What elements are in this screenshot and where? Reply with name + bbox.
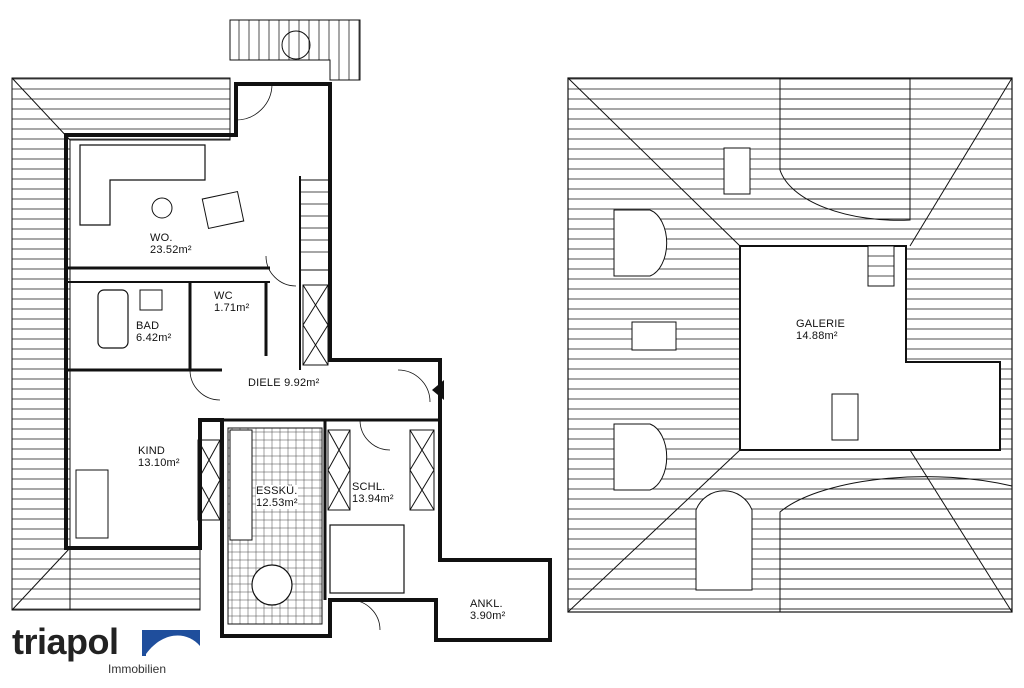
exterior-walls	[64, 82, 552, 642]
room-area: 14.88m²	[796, 330, 838, 342]
room-name: DIELE	[248, 377, 281, 389]
ground-floor-plan	[11, 19, 552, 642]
bed	[329, 524, 405, 594]
room-label-schlafzimmer: SCHL. 13.94m²	[352, 481, 394, 505]
room-name: KIND	[138, 445, 166, 457]
room-area: 13.10m²	[138, 457, 180, 469]
child-bed	[75, 469, 109, 539]
room-label-esskueche: ESSKÜ. 12.53m²	[256, 485, 298, 509]
room-label-diele: DIELE 9.92m²	[248, 377, 320, 389]
room-area: 6.42m²	[136, 332, 172, 344]
upper-floor-plan	[567, 77, 1013, 613]
room-name: WC	[214, 290, 233, 302]
room-name: GALERIE	[796, 318, 846, 330]
room-area: 12.53m²	[256, 497, 298, 509]
room-name: ESSKÜ.	[256, 485, 298, 497]
room-label-galerie: GALERIE 14.88m²	[796, 318, 845, 342]
room-label-bad: BAD 6.42m²	[136, 320, 171, 344]
room-area: 1.71m²	[214, 302, 250, 314]
entrance-arrow	[432, 380, 444, 400]
room-label-wc: WC 1.71m²	[214, 290, 249, 314]
galerie-floor	[739, 245, 1001, 451]
room-label-kind: KIND 13.10m²	[138, 445, 180, 469]
room-label-wohnzimmer: WO. 23.52m²	[150, 232, 192, 256]
stairs	[299, 179, 331, 271]
room-name: SCHL.	[352, 481, 386, 493]
roof-hatch-top	[229, 19, 361, 81]
sofa	[79, 144, 206, 226]
kitchen-counter	[229, 429, 253, 541]
armchair	[201, 190, 245, 230]
brand-name: triapol	[12, 621, 119, 662]
roof-hatch-bottom	[69, 547, 201, 611]
dormer-windows	[613, 147, 859, 591]
room-name: BAD	[136, 320, 160, 332]
room-name: ANKL.	[470, 598, 503, 610]
brand-subtitle: Immobilien	[108, 662, 167, 676]
balcony-table	[281, 30, 311, 60]
room-area: 3.90m²	[470, 610, 506, 622]
room-area: 13.94m²	[352, 493, 394, 505]
brand-swoosh-icon	[142, 630, 200, 656]
plant	[151, 197, 173, 219]
door-swings	[189, 83, 431, 631]
room-area: 9.92m²	[284, 377, 320, 389]
upper-right-roof	[779, 77, 911, 221]
dining-table	[251, 564, 293, 606]
wardrobes	[197, 284, 435, 521]
room-name: WO.	[150, 232, 173, 244]
washbasin	[139, 289, 163, 311]
room-area: 23.52m²	[150, 244, 192, 256]
brand-logo: triapol Immobilien	[12, 621, 200, 676]
roof-diagonal	[11, 77, 71, 611]
bathtub	[97, 289, 129, 349]
room-label-ankleide: ANKL. 3.90m²	[470, 598, 505, 622]
lower-right-roof	[779, 476, 1013, 613]
